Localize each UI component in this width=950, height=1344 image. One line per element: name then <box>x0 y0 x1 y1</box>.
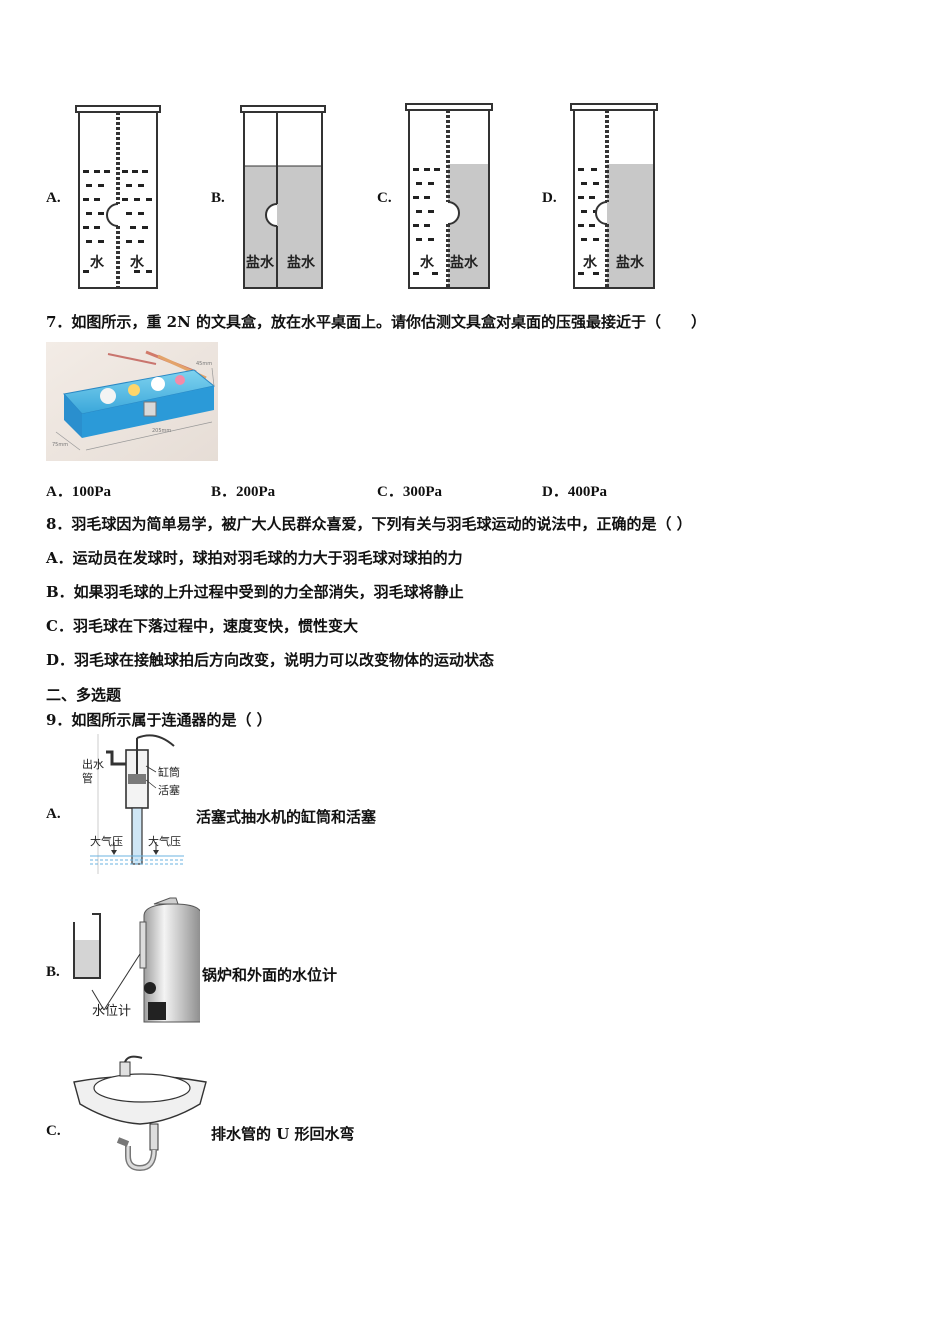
q6-b-right-label: 盐水 <box>287 255 315 271</box>
q6-option-d-label: D. <box>542 190 557 206</box>
q9-option-b-text: 锅炉和外面的水位计 <box>202 966 338 984</box>
q8-option-a: A．运动员在发球时，球拍对羽毛球的力大于羽毛球对球拍的力 <box>46 549 463 567</box>
q9-option-a-text: 活塞式抽水机的缸筒和活塞 <box>196 808 377 826</box>
q6-option-a-label: A. <box>46 190 61 206</box>
pump-piston-label: 活塞 <box>158 784 180 797</box>
atm-pressure-right-label: 大气压 <box>148 835 181 848</box>
q9-option-b-label: B. <box>46 964 60 980</box>
q7-option-b: B．200Pa <box>211 484 276 500</box>
q8-stem: 8．羽毛球因为简单易学，被广大人民群众喜爱，下列有关与羽毛球运动的说法中，正确的… <box>46 515 692 533</box>
pump-outlet-label-a: 出水 <box>82 758 104 771</box>
q7-option-c: C．300Pa <box>377 484 442 500</box>
q7-stem: 7．如图所示，重 2N 的文具盒，放在水平桌面上。请你估测文具盒对桌面的压强最接… <box>46 313 707 331</box>
q6-beaker-a <box>75 105 161 289</box>
q6-beaker-b <box>240 105 326 289</box>
boiler-figure: 水位计 <box>70 894 200 1030</box>
dim-left-label: 75mm <box>52 442 69 448</box>
section-title: 二、多选题 <box>46 686 122 704</box>
q8-option-b: B．如果羽毛球的上升过程中受到的力全部消失，羽毛球将静止 <box>46 583 464 601</box>
q9-option-c-label: C. <box>46 1123 61 1139</box>
q8-option-c: C．羽毛球在下落过程中，速度变快，惯性变大 <box>46 617 358 635</box>
water-gauge-label: 水位计 <box>92 1004 132 1019</box>
q6-d-left-label: 水 <box>583 255 597 271</box>
q6-c-left-label: 水 <box>420 255 434 271</box>
pump-outlet-label-b: 管 <box>82 772 93 785</box>
q9-option-a-label: A. <box>46 806 61 822</box>
q6-a-left-label: 水 <box>90 255 104 271</box>
q9-option-c-text: 排水管的 U 形回水弯 <box>211 1125 355 1143</box>
q6-beaker-d <box>570 103 658 289</box>
q6-option-b-label: B. <box>211 190 225 206</box>
q6-option-c-label: C. <box>377 190 392 206</box>
dim-top-label: 45mm <box>196 361 213 367</box>
q6-d-right-label: 盐水 <box>616 255 644 271</box>
q8-option-d: D．羽毛球在接触球拍后方向改变，说明力可以改变物体的运动状态 <box>46 651 495 669</box>
q7-option-a: A．100Pa <box>46 484 111 500</box>
q6-c-right-label: 盐水 <box>450 255 478 271</box>
pencil-box-photo: 45mm 205mm 75mm <box>46 342 218 461</box>
atm-pressure-left-label: 大气压 <box>90 835 123 848</box>
pump-cylinder-label: 缸筒 <box>158 766 180 779</box>
q6-beaker-c <box>405 103 493 289</box>
q6-a-right-label: 水 <box>130 255 144 271</box>
q6-b-left-label: 盐水 <box>246 255 274 271</box>
sink-figure <box>70 1052 210 1174</box>
dim-bottom-label: 205mm <box>152 428 172 434</box>
q7-option-d: D．400Pa <box>542 484 607 500</box>
q9-stem: 9．如图所示属于连通器的是（ ） <box>46 711 272 729</box>
piston-pump-figure: 出水 管 缸筒 活塞 大气压 大气压 <box>76 730 196 878</box>
